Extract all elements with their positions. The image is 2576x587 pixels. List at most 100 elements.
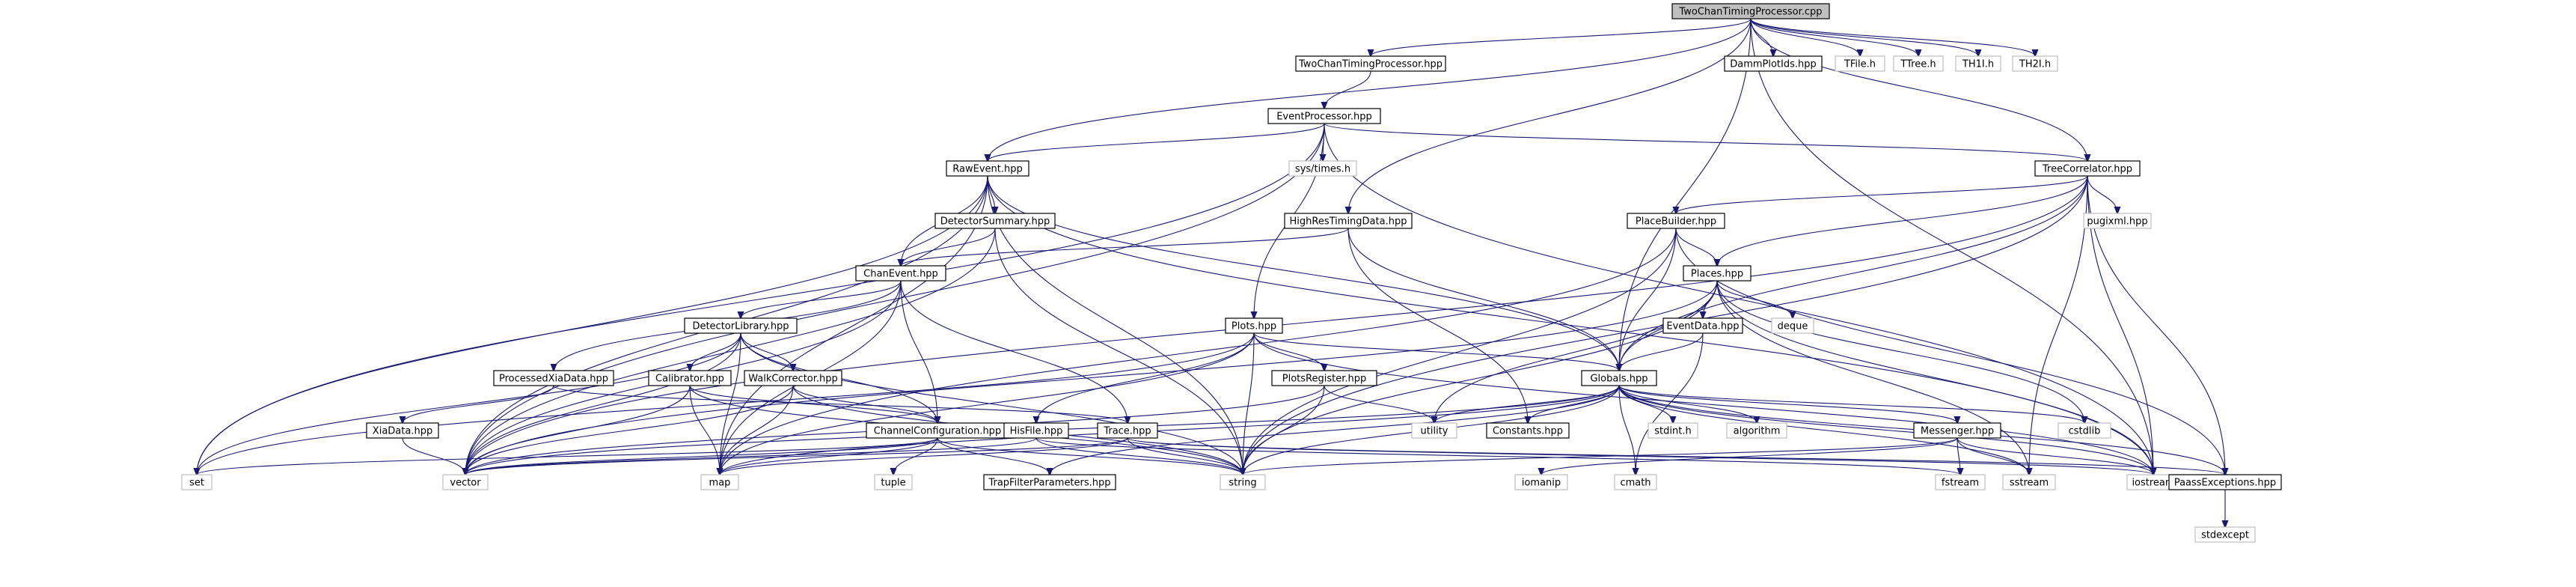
node-box — [1225, 317, 1283, 334]
node-label: EventProcessor.hpp — [1276, 112, 1372, 123]
node-places-hpp[interactable]: Places.hpp — [1683, 265, 1752, 282]
node-treecorrelator-hpp[interactable]: TreeCorrelator.hpp — [2034, 160, 2141, 177]
node-label: XiaData.hpp — [373, 426, 432, 437]
edge-twochantimingprocessor-hpp-to-eventprocessor-hpp — [1324, 70, 1371, 109]
edge-processedxiadata-hpp-to-xiadata-hpp — [403, 385, 554, 423]
edge-processedxiadata-hpp-to-trace-hpp — [553, 385, 1128, 423]
edge-twochantimingprocessor-cpp-to-twochantimingprocessor-hpp — [1371, 18, 1752, 56]
node-cmath: cmath — [1614, 474, 1657, 490]
node-eventdata-hpp[interactable]: EventData.hpp — [1662, 317, 1743, 334]
node-box — [442, 474, 489, 490]
node-highrestimingdata-hpp[interactable]: HighResTimingData.hpp — [1284, 213, 1413, 229]
node-label: PaassExceptions.hpp — [2174, 478, 2276, 489]
edge-detectorsummary-hpp-to-vector — [465, 228, 996, 475]
edge-detectorlibrary-hpp-to-walkcorrector-hpp — [740, 332, 793, 371]
node-map: map — [700, 474, 739, 490]
node-processedxiadata-hpp[interactable]: ProcessedXiaData.hpp — [493, 370, 614, 386]
node-box — [1671, 3, 1830, 19]
node-channelconfiguration-hpp[interactable]: ChannelConfiguration.hpp — [866, 422, 1009, 439]
node-box — [1271, 370, 1377, 386]
edge-eventprocessor-hpp-to-rawevent-hpp — [988, 123, 1325, 161]
node-cstdlib: cstdlib — [2058, 422, 2111, 439]
edge-messenger-hpp-to-iostream — [1957, 437, 2153, 475]
node-label: stdexcept — [2201, 530, 2249, 541]
node-paassexceptions-hpp[interactable]: PaassExceptions.hpp — [2168, 474, 2282, 490]
node-xiadata-hpp[interactable]: XiaData.hpp — [366, 422, 439, 439]
node-twochantimingprocessor-cpp[interactable]: TwoChanTimingProcessor.cpp — [1671, 3, 1830, 19]
edge-globals-hpp-to-trapfilterparameters-hpp — [1050, 385, 1620, 475]
node-detectorlibrary-hpp[interactable]: DetectorLibrary.hpp — [684, 317, 798, 334]
node-label: ChanEvent.hpp — [863, 269, 938, 280]
edge-walkcorrector-hpp-to-map — [720, 385, 794, 475]
edge-channelconfiguration-hpp-to-vector — [465, 437, 938, 475]
node-box — [1411, 422, 1457, 439]
edge-places-hpp-to-utility — [1434, 280, 1718, 423]
node-calibrator-hpp[interactable]: Calibrator.hpp — [648, 370, 732, 386]
node-box — [684, 317, 798, 334]
node-detectorsummary-hpp[interactable]: DetectorSummary.hpp — [934, 213, 1056, 229]
node-box — [1514, 474, 1568, 490]
edge-eventdata-hpp-to-globals-hpp — [1619, 332, 1704, 371]
edge-treecorrelator-hpp-to-places-hpp — [1717, 175, 2088, 266]
node-label: cstdlib — [2069, 426, 2101, 437]
node-box — [2168, 474, 2282, 490]
edge-placebuilder-hpp-to-map — [720, 228, 1677, 475]
node-box — [1288, 160, 1357, 177]
edge-calibrator-hpp-to-channelconfiguration-hpp — [689, 385, 937, 423]
nodes-layer: TwoChanTimingProcessor.cppTwoChanTimingP… — [181, 3, 2282, 543]
node-twochantimingprocessor-hpp[interactable]: TwoChanTimingProcessor.hpp — [1295, 55, 1446, 72]
edge-twochantimingprocessor-cpp-to-iostream — [1750, 18, 2153, 475]
node-label: tuple — [881, 478, 905, 489]
edge-messenger-hpp-to-string — [1243, 437, 1958, 475]
node-stdexcept: stdexcept — [2194, 526, 2256, 543]
node-label: Constants.hpp — [1493, 426, 1563, 437]
edge-places-hpp-to-vector — [465, 280, 1718, 475]
edge-twochantimingprocessor-cpp-to-rawevent-hpp — [988, 18, 1752, 161]
node-box — [1726, 422, 1787, 439]
node-dammplotids-hpp[interactable]: DammPlotIds.hpp — [1724, 55, 1823, 72]
edge-trace-hpp-to-string — [1127, 437, 1243, 475]
node-messenger-hpp[interactable]: Messenger.hpp — [1913, 422, 2001, 439]
node-trapfilterparameters-hpp[interactable]: TrapFilterParameters.hpp — [983, 474, 1116, 490]
edge-detectorlibrary-hpp-to-calibrator-hpp — [690, 332, 741, 371]
node-rawevent-hpp[interactable]: RawEvent.hpp — [946, 160, 1030, 177]
node-label: sys/times.h — [1295, 164, 1350, 175]
edge-eventdata-hpp-to-cmath — [1636, 332, 1704, 475]
node-walkcorrector-hpp[interactable]: WalkCorrector.hpp — [744, 370, 842, 386]
edge-treecorrelator-hpp-to-placebuilder-hpp — [1676, 175, 2088, 213]
node-label: pugixml.hpp — [2087, 216, 2147, 228]
edge-places-hpp-to-sstream — [1716, 280, 2029, 475]
node-fstream: fstream — [1935, 474, 1986, 490]
node-set: set — [181, 474, 212, 490]
edge-placebuilder-hpp-to-globals-hpp — [1619, 228, 1677, 371]
edge-trace-hpp-to-vector — [465, 437, 1128, 475]
node-label: Trace.hpp — [1103, 426, 1151, 437]
edge-plotsregister-hpp-to-utility — [1324, 385, 1434, 423]
node-placebuilder-hpp[interactable]: PlaceBuilder.hpp — [1627, 213, 1725, 229]
node-chanevent-hpp[interactable]: ChanEvent.hpp — [855, 265, 946, 282]
node-label: TH1I.h — [1962, 59, 1994, 70]
node-globals-hpp[interactable]: Globals.hpp — [1581, 370, 1657, 386]
edge-globals-hpp-to-cmath — [1618, 385, 1636, 475]
node-plots-hpp[interactable]: Plots.hpp — [1225, 317, 1283, 334]
edge-treecorrelator-hpp-to-paassexceptions-hpp — [2087, 175, 2225, 475]
node-box — [855, 265, 946, 282]
node-box — [2194, 526, 2256, 543]
edge-rawevent-hpp-to-set — [197, 175, 988, 475]
node-label: Places.hpp — [1691, 269, 1743, 280]
node-trace-hpp[interactable]: Trace.hpp — [1097, 422, 1158, 439]
edge-plots-hpp-to-hisfile-hpp — [1036, 332, 1255, 423]
node-label: DetectorLibrary.hpp — [692, 321, 789, 332]
node-plotsregister-hpp[interactable]: PlotsRegister.hpp — [1271, 370, 1377, 386]
node-box — [1284, 213, 1413, 229]
edge-plotsregister-hpp-to-string — [1243, 385, 1325, 475]
edge-hisfile-hpp-to-vector — [465, 437, 1037, 475]
node-hisfile-hpp[interactable]: HisFile.hpp — [1003, 422, 1069, 439]
node-box — [366, 422, 439, 439]
node-box — [2058, 422, 2111, 439]
edge-twochantimingprocessor-cpp-to-treecorrelator-hpp — [1750, 18, 2087, 161]
node-eventprocessor-hpp[interactable]: EventProcessor.hpp — [1267, 108, 1381, 124]
node-box — [1683, 265, 1752, 282]
node-constants-hpp[interactable]: Constants.hpp — [1486, 422, 1570, 439]
edge-trace-hpp-to-map — [720, 437, 1128, 475]
